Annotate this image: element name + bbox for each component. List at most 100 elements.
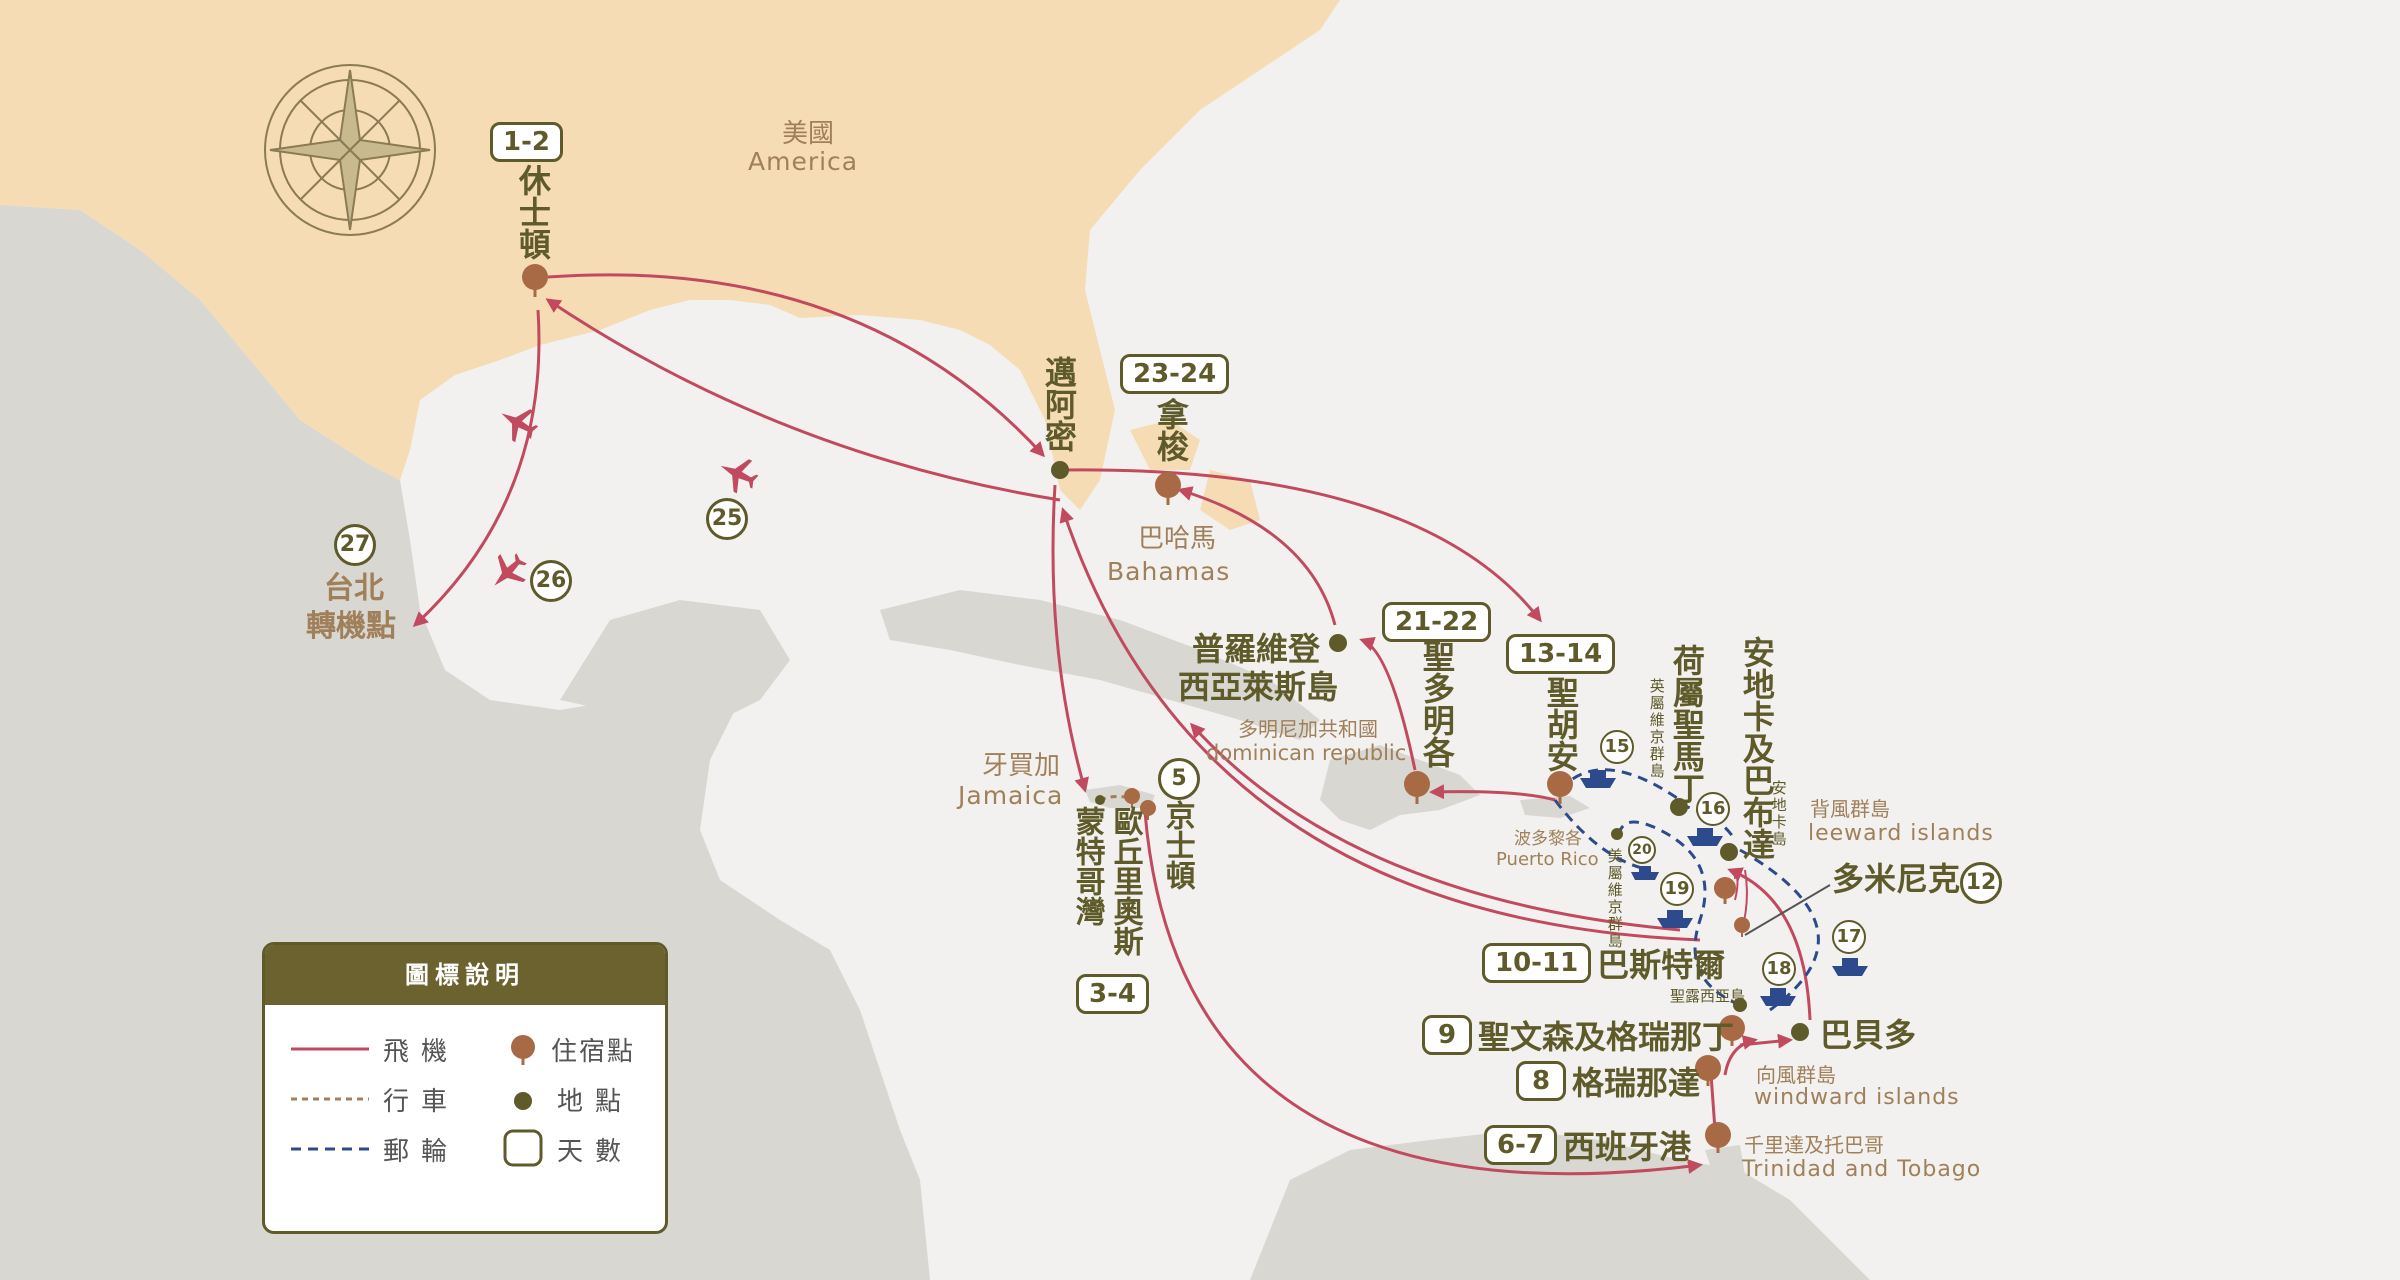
lodging-pin-icon [1705, 1122, 1731, 1153]
label-barbados: 巴貝多 [1820, 1016, 1917, 1054]
label-antigua: 安地卡及巴布達 [1737, 636, 1776, 860]
route-stvincent-barbados [1739, 1033, 1793, 1049]
badge-cruise-day-18: 18 [1762, 952, 1796, 986]
ship-icon [1760, 988, 1796, 1006]
lodging-pin-icon [1695, 1055, 1721, 1086]
label-bahamas-en: Bahamas [1107, 557, 1231, 586]
route-houston-taipei [412, 309, 541, 628]
place-dot-icon [1329, 634, 1347, 652]
route-houston-miami [547, 273, 1046, 458]
label-sanjuan: 聖胡安 [1541, 676, 1580, 772]
airplane-icon [494, 553, 527, 586]
badge-taipei-day: 27 [334, 524, 376, 566]
badge-cruise-day-19: 19 [1660, 872, 1694, 906]
place-dot-icon [1733, 998, 1747, 1012]
badge-santodomingo-days: 21-22 [1382, 602, 1492, 642]
flight-routes [412, 273, 1812, 1176]
hispaniola-landmass [1320, 745, 1480, 830]
route-santodomingo-freeport [1359, 636, 1417, 771]
label-stmaarten: 荷屬聖馬丁 [1667, 644, 1706, 804]
label-puertorico-zh: 波多黎各 [1514, 829, 1582, 849]
place-dot-icon [514, 1092, 532, 1110]
legend-flight-label: 飛機 [383, 1037, 460, 1067]
label-antigua-small: 安地卡島 [1769, 780, 1788, 848]
legend-symbols [291, 1035, 543, 1167]
label-puertorico-en: Puerto Rico [1496, 849, 1599, 870]
badge-cruise-day-20: 20 [1628, 836, 1656, 864]
ship-icon [1832, 958, 1868, 976]
usa-landmass [0, 0, 1340, 510]
badge-jamaica-days: 3-4 [1076, 974, 1149, 1014]
place-dot-icon [1095, 795, 1105, 805]
route-bridgetown-santodomingo [1189, 722, 1681, 932]
cruise-stlucia-bvi [1616, 820, 1741, 1007]
label-miami: 邁阿密 [1039, 356, 1078, 452]
label-leeward-en: leeward islands [1808, 821, 1994, 846]
label-taipei-2: 轉機點 [306, 609, 396, 644]
airplane-icons [494, 409, 759, 586]
label-ochorios: 歐丘里奧斯 [1107, 806, 1143, 956]
route-miami-houston [545, 298, 1061, 502]
yucatan-landmass [560, 600, 790, 730]
label-jamaica-zh: 牙買加 [982, 751, 1061, 781]
puerto-rico-landmass [1520, 796, 1590, 818]
badge-portofspain-days: 6-7 [1484, 1125, 1557, 1165]
label-usa-zh: 美國 [782, 119, 835, 149]
label-montegobay: 蒙特哥灣 [1069, 806, 1105, 926]
airplane-icon [501, 409, 539, 443]
place-dot-icon [1670, 798, 1688, 816]
badge-flight-day-26: 26 [530, 560, 572, 602]
label-kingston: 京士頓 [1159, 800, 1195, 890]
badge-cruise-day-17: 17 [1832, 920, 1866, 954]
lodging-pin-icon [1547, 771, 1573, 804]
lodging-pin-icon [1714, 877, 1736, 904]
place-dots [1051, 461, 1809, 1041]
ship-icon [1580, 770, 1616, 788]
label-bahamas-zh: 巴哈馬 [1138, 524, 1217, 554]
badge-flight-day-25: 25 [706, 498, 748, 540]
badge-kingston-day: 5 [1158, 758, 1200, 800]
badge-stvincent-days: 9 [1422, 1015, 1472, 1055]
label-houston: 休士頓 [513, 164, 552, 260]
label-basseterre: 巴斯特爾 [1597, 946, 1726, 984]
label-portofspain: 西班牙港 [1562, 1128, 1691, 1166]
route-grenada-stvincent [1723, 1035, 1758, 1076]
lodging-pin-icon [1404, 771, 1430, 804]
label-taipei-1: 台北 [324, 571, 384, 606]
ship-icon [1631, 866, 1659, 880]
label-trinidad-zh: 千里達及托巴哥 [1744, 1133, 1884, 1157]
legend-panel: 圖標說明 飛機 行車 郵輪 住宿點 地點 天數 [262, 942, 668, 1234]
cruise-antigua-stlucia [1739, 848, 1820, 1012]
badge-basseterre-days: 10-11 [1482, 943, 1592, 983]
cuba-landmass [880, 590, 1320, 740]
ship-icon [1657, 910, 1693, 928]
badge-sanjuan-days: 13-14 [1506, 634, 1616, 674]
bahamas-islands [1130, 420, 1260, 530]
dominica-leader-line [1744, 884, 1831, 936]
cruise-sanjuan-usvi [1553, 799, 1651, 872]
legend-drive-label: 行車 [383, 1087, 460, 1117]
cruise-sanjuan-stmaarten [1558, 768, 1681, 802]
label-leeward-zh: 背風群島 [1810, 797, 1890, 821]
route-miami-sanjuan [1059, 468, 1542, 623]
badge-nassau-days: 23-24 [1120, 354, 1230, 394]
lodging-pin-icon [1124, 788, 1140, 808]
legend-lodging-label: 住宿點 [551, 1037, 636, 1067]
label-grenada: 格瑞那達 [1572, 1064, 1701, 1102]
place-dot-icon [1611, 828, 1623, 840]
mexico-central-america-landmass [0, 205, 930, 1280]
ship-icon [1687, 828, 1723, 846]
label-nassau: 拿梭 [1151, 398, 1190, 462]
label-bvi: 英屬維京群島 [1647, 678, 1666, 780]
label-dominican-en: dominican republic [1206, 741, 1407, 765]
label-usvi: 美屬維京群島 [1605, 848, 1624, 950]
stop-portofspain: 6-7 西班牙港 [1484, 1122, 1691, 1168]
stop-basseterre: 10-11 巴斯特爾 [1482, 940, 1725, 986]
lodging-pin-icon [522, 264, 548, 297]
legend-days-box [503, 1129, 543, 1167]
lodging-pin-icon [1734, 917, 1750, 937]
place-dot-icon [1051, 461, 1069, 479]
place-dot-icon [1720, 843, 1738, 861]
compass-rose-icon [264, 64, 436, 236]
